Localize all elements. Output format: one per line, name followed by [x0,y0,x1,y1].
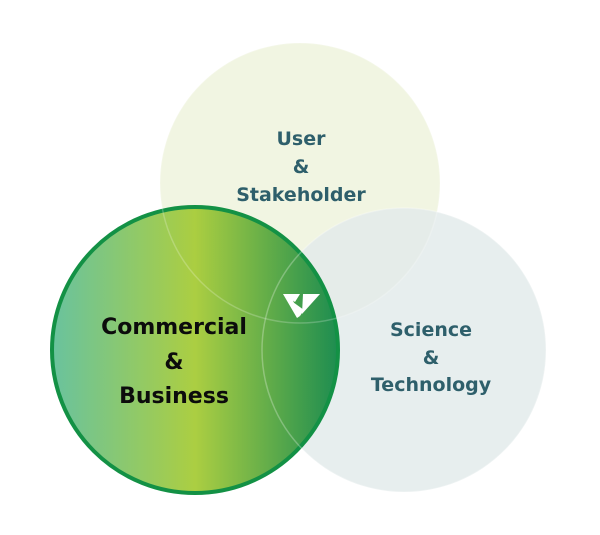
left-label-line-1: Commercial [101,315,247,340]
commercial-business-circle [50,205,340,495]
right-label-line-1: Science [390,319,472,341]
top-circle-overlap-edge [159,42,441,324]
left-label-line-3: Business [119,384,229,409]
right-label-line-2: & [423,347,440,369]
top-label-line-1: User [277,128,327,150]
science-technology-circle [262,208,546,492]
right-label-line-3: Technology [371,374,492,396]
left-label-line-2: & [164,350,183,375]
v-logo-icon [283,294,320,318]
top-label-line-3: Stakeholder [236,184,366,206]
right-circle-overlap-edge [261,207,547,493]
top-label-line-2: & [293,156,310,178]
